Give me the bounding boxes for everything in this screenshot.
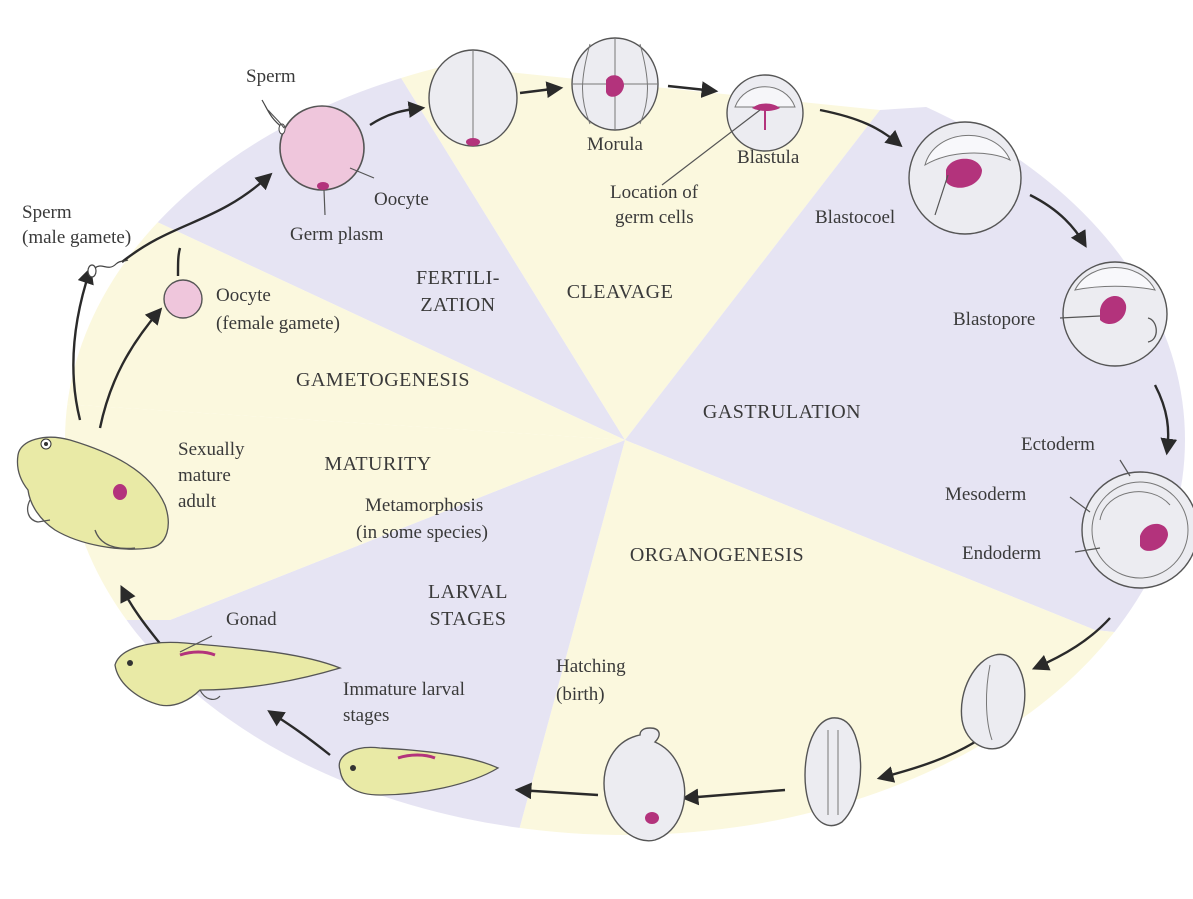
label-sperm-top: Sperm (246, 66, 296, 87)
label-immature-1: Immature larval (343, 679, 465, 700)
label-ectoderm: Ectoderm (1021, 434, 1095, 455)
blastopore-embryo (1063, 262, 1167, 366)
label-immature-2: stages (343, 705, 389, 726)
label-blastocoel: Blastocoel (815, 207, 895, 228)
label-blastula: Blastula (737, 147, 800, 168)
label-metamorphosis-2: (in some species) (356, 522, 488, 543)
blastocoel-embryo (909, 122, 1021, 234)
label-sexually-2: mature (178, 465, 231, 486)
label-sperm-male-2: (male gamete) (22, 227, 131, 248)
stage-larval-line2: STAGES (430, 608, 507, 630)
label-sperm-male-1: Sperm (22, 202, 72, 223)
label-blastopore: Blastopore (953, 309, 1035, 330)
label-morula: Morula (587, 134, 644, 155)
stage-larval-line1: LARVAL (428, 581, 508, 603)
blastula-embryo (727, 75, 803, 151)
stage-organogenesis: ORGANOGENESIS (630, 544, 804, 566)
female-oocyte (164, 280, 202, 318)
label-mesoderm: Mesoderm (945, 484, 1026, 505)
stage-fertilization-line1: FERTILI- (416, 267, 500, 289)
label-endoderm: Endoderm (962, 543, 1041, 564)
label-metamorphosis-1: Metamorphosis (365, 495, 483, 516)
stage-gametogenesis: GAMETOGENESIS (296, 369, 470, 391)
label-hatching-1: Hatching (556, 656, 626, 677)
stage-fertilization-line2: ZATION (420, 294, 495, 316)
stage-gastrulation: GASTRULATION (703, 401, 861, 423)
label-sexually-1: Sexually (178, 439, 245, 460)
label-oocyte-top: Oocyte (374, 189, 429, 210)
tailbud-embryo (805, 718, 861, 826)
germ-layer-embryo (1082, 472, 1193, 588)
morula-embryo (572, 38, 658, 130)
label-location-1: Location of (610, 182, 699, 203)
label-sexually-3: adult (178, 491, 217, 512)
label-location-2: germ cells (615, 207, 694, 228)
label-oocyte-female-1: Oocyte (216, 285, 271, 306)
label-hatching-2: (birth) (556, 684, 605, 705)
label-germ-plasm: Germ plasm (290, 224, 384, 245)
two-cell-embryo (429, 50, 517, 146)
label-gonad: Gonad (226, 609, 277, 630)
stage-maturity: MATURITY (324, 453, 431, 475)
stage-cleavage: CLEAVAGE (567, 281, 674, 303)
label-oocyte-female-2: (female gamete) (216, 313, 340, 334)
